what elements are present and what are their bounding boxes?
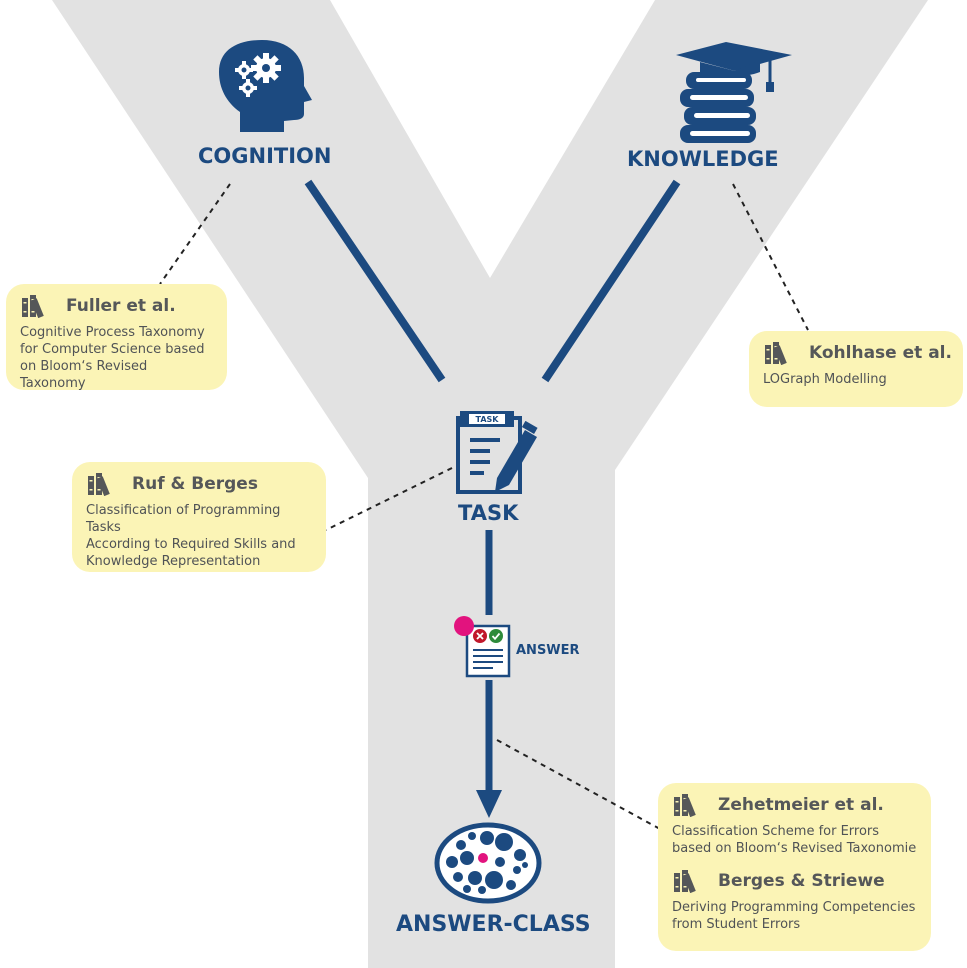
- answer-class-label: ANSWER-CLASS: [396, 912, 591, 937]
- berges-striewe-author: Berges & Striewe: [718, 871, 885, 891]
- ruf-berges-description-line: Knowledge Representation: [86, 554, 261, 569]
- kohlhase-description-line: LOGraph Modelling: [763, 372, 887, 387]
- zehetmeier-description-line: based on Bloom‘s Revised Taxonomie: [672, 841, 917, 856]
- kohlhase-author: Kohlhase et al.: [809, 343, 952, 363]
- books-icon: [674, 794, 696, 817]
- zehetmeier-reference-header: Zehetmeier et al.: [672, 793, 917, 817]
- zehetmeier-description: Classification Scheme for Errors based o…: [672, 823, 917, 857]
- berges-striewe-reference: Berges & Striewe Deriving Programming Co…: [672, 869, 917, 933]
- kohlhase-reference-box: Kohlhase et al. LOGraph Modelling: [749, 331, 963, 407]
- fuller-description-line: Cognitive Process Taxonomy: [20, 325, 205, 340]
- ruf-berges-description-line: According to Required Skills and: [86, 537, 296, 552]
- zehetmeier-connector: [496, 739, 661, 830]
- kohlhase-reference-header: Kohlhase et al.: [763, 341, 952, 365]
- berges-striewe-reference-header: Berges & Striewe: [672, 869, 917, 893]
- fuller-connector: [159, 183, 231, 285]
- task-label: TASK: [458, 501, 519, 525]
- fuller-reference-box: Fuller et al. Cognitive Process Taxonomy…: [6, 284, 227, 392]
- error-studies-reference-box: Zehetmeier et al. Classification Scheme …: [658, 783, 931, 951]
- berges-striewe-description: Deriving Programming Competencies from S…: [672, 899, 917, 933]
- answer-highlight-dot: [454, 616, 474, 636]
- ruf-berges-connector: [325, 467, 453, 531]
- kohlhase-description: LOGraph Modelling: [763, 371, 949, 388]
- books-icon: [765, 342, 787, 365]
- books-icon: [22, 295, 44, 318]
- berges-striewe-description-line: Deriving Programming Competencies: [672, 900, 916, 915]
- task-icon-label: TASK: [476, 415, 500, 424]
- cluster-icon: [434, 822, 542, 904]
- ruf-berges-description: Classification of Programming Tasks Acco…: [86, 502, 312, 570]
- zehetmeier-reference: Zehetmeier et al. Classification Scheme …: [672, 793, 917, 857]
- fuller-author: Fuller et al.: [66, 296, 176, 316]
- knowledge-to-task-line: [541, 179, 681, 383]
- zehetmeier-author: Zehetmeier et al.: [718, 795, 884, 815]
- answer-label: ANSWER: [516, 643, 580, 658]
- answer-class-arrowhead: [476, 790, 502, 818]
- fuller-reference-header: Fuller et al.: [20, 294, 213, 318]
- fuller-description-line: on Bloom‘s Revised Taxonomy: [20, 359, 148, 391]
- knowledge-label: KNOWLEDGE: [627, 147, 779, 171]
- ruf-berges-reference-box: Ruf & Berges Classification of Programmi…: [72, 462, 326, 572]
- kohlhase-connector: [732, 183, 809, 331]
- books-icon: [674, 870, 696, 893]
- y-shape-background: [52, 0, 928, 968]
- ruf-berges-reference-header: Ruf & Berges: [86, 472, 312, 496]
- fuller-description: Cognitive Process Taxonomy for Computer …: [20, 324, 213, 392]
- cognition-label: COGNITION: [198, 144, 332, 168]
- ruf-berges-description-line: Classification of Programming Tasks: [86, 503, 281, 535]
- books-icon: [88, 473, 110, 496]
- cognition-to-task-line: [304, 179, 446, 383]
- zehetmeier-description-line: Classification Scheme for Errors: [672, 824, 880, 839]
- head-gears-icon: [219, 40, 312, 132]
- graduation-books-icon: [676, 42, 792, 143]
- answer-sheet-icon: [465, 624, 511, 678]
- ruf-berges-author: Ruf & Berges: [132, 474, 258, 494]
- berges-striewe-description-line: from Student Errors: [672, 917, 801, 932]
- clipboard-pen-icon: [456, 411, 538, 494]
- fuller-description-line: for Computer Science based: [20, 342, 205, 357]
